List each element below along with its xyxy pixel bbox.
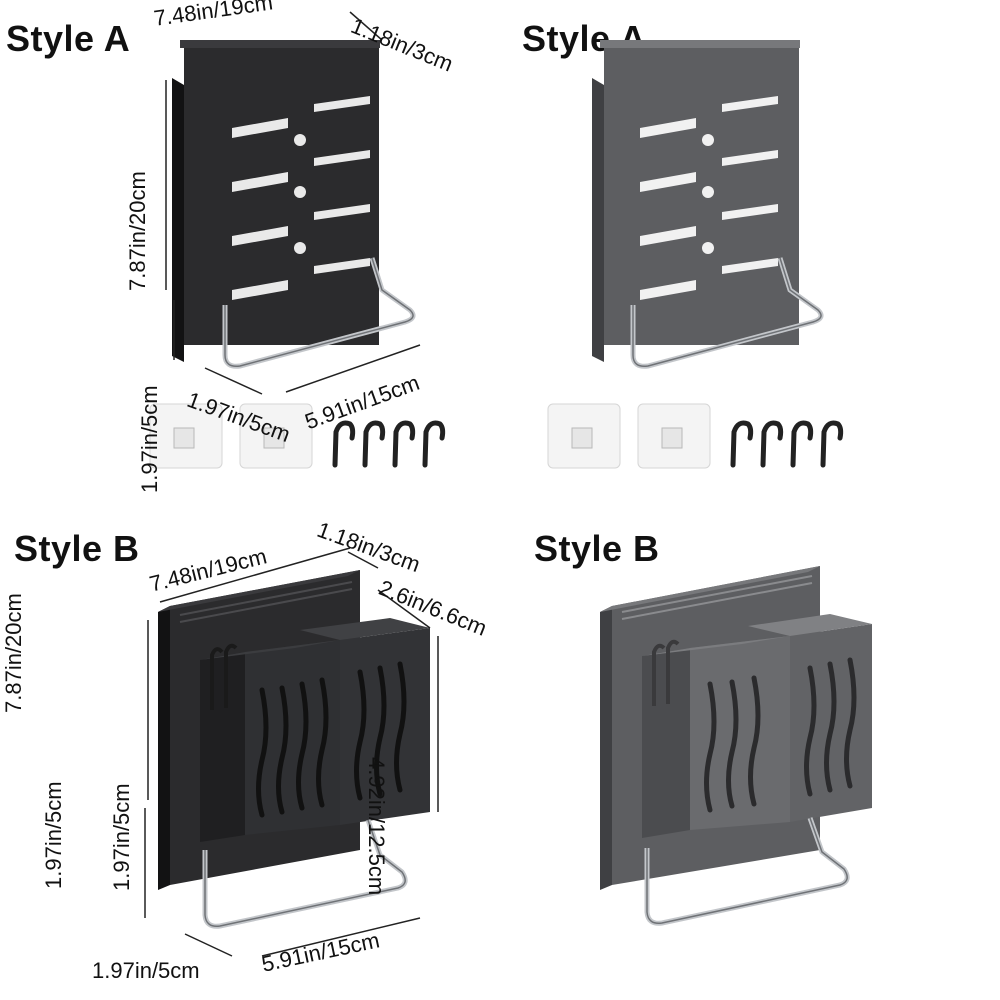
dim-b-cup-height: 4.92in/12.5cm — [364, 757, 389, 896]
style-b-label-left: Style B — [14, 528, 140, 569]
dim-b-height: 7.87in/20cm — [1, 593, 26, 713]
dim-a-height: 7.87in/20cm — [125, 171, 150, 291]
knife-rack-style-a-gray — [592, 40, 824, 369]
adhesive-pads-a — [149, 403, 313, 469]
knife-rack-style-b-gray — [600, 566, 872, 926]
dim-b-rail-height: 1.97in/5cm — [41, 781, 66, 889]
dim-b-rail-depth: 1.97in/5cm — [92, 958, 200, 983]
knife-rack-style-b-black — [158, 570, 430, 929]
style-b-label-right: Style B — [534, 528, 660, 569]
dimension-lines-a — [165, 11, 421, 395]
s-hooks-a — [332, 420, 446, 468]
dim-a-rail-height: 1.97in/5cm — [109, 783, 134, 891]
s-hooks-a-gray — [730, 420, 844, 468]
knife-rack-style-a-black — [172, 40, 416, 369]
style-a-label-left: Style A — [6, 18, 131, 59]
adhesive-pads-a-gray — [547, 403, 711, 469]
dim-a-hook-size: 1.97in/5cm — [137, 385, 162, 493]
dimension-lines-b — [144, 547, 439, 957]
